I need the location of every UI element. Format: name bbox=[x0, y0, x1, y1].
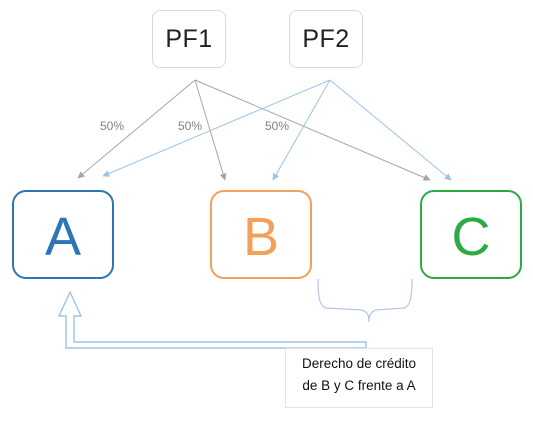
credit-note-line-1: Derecho de crédito bbox=[301, 356, 417, 371]
entity-label-a: A bbox=[44, 206, 82, 267]
arrow-pf2-to-a bbox=[102, 79, 331, 177]
arrow-pf1-to-b bbox=[194, 79, 227, 181]
payer-box-pf2: PF2 bbox=[289, 10, 363, 68]
payer-box-pf1: PF1 bbox=[152, 10, 226, 68]
percentage-label-2: 50% bbox=[178, 119, 203, 133]
brace-b-c bbox=[317, 278, 413, 323]
entity-box-c: C bbox=[420, 190, 522, 279]
credit-note-line-2: de B y C frente a A bbox=[302, 378, 416, 393]
entity-label-b: B bbox=[242, 206, 280, 267]
entity-box-b: B bbox=[210, 190, 312, 279]
payer-label-pf2: PF2 bbox=[302, 24, 350, 53]
credit-return-arrow bbox=[57, 290, 367, 349]
arrow-pf2-to-b bbox=[272, 79, 331, 181]
arrow-pf2-to-c bbox=[329, 79, 452, 181]
payer-label-pf1: PF1 bbox=[165, 24, 213, 53]
percentage-label-1: 50% bbox=[100, 119, 125, 133]
entity-label-c: C bbox=[451, 206, 491, 267]
arrow-pf1-to-c bbox=[194, 79, 431, 181]
entity-box-a: A bbox=[12, 190, 114, 279]
percentage-label-3: 50% bbox=[265, 119, 290, 133]
credit-note: Derecho de crédito de B y C frente a A bbox=[285, 348, 433, 408]
arrow-pf1-to-a bbox=[77, 79, 196, 179]
